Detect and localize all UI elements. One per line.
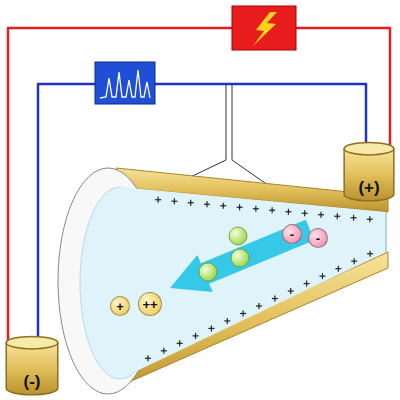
flow-arrow [170, 220, 314, 292]
neutral-molecule [231, 249, 249, 267]
charge-label: - [316, 232, 320, 245]
electrode-label: (-) [24, 373, 41, 390]
wall-charge [285, 209, 291, 215]
lightning-bolt [253, 12, 277, 46]
wall-charge [367, 251, 373, 257]
wall-charge [272, 296, 278, 302]
wall-charge [253, 206, 259, 212]
blue-wire [155, 84, 366, 150]
wall-charge [304, 281, 310, 287]
wall-charge [351, 215, 357, 221]
wall-charge [335, 266, 341, 272]
detector [95, 62, 155, 104]
wall-charge [351, 258, 357, 264]
charge-label: - [290, 228, 294, 241]
peak-trace [100, 70, 150, 98]
charge-label: + [116, 300, 124, 313]
wall-charge [302, 210, 308, 216]
wall-charge [334, 213, 340, 219]
cathode-reservoir: (-) [4, 334, 60, 396]
anion: - [282, 224, 302, 244]
wall-charge [171, 198, 177, 204]
wall-charge [145, 355, 151, 361]
wall-charges [145, 197, 373, 362]
neutral-molecule [199, 263, 217, 281]
wall-charge [177, 340, 183, 346]
red-wire [296, 28, 390, 150]
wall-charge [269, 207, 275, 213]
wall-charge [155, 197, 161, 203]
wall-charge [204, 201, 210, 207]
wall-charge [319, 273, 325, 279]
cation: + [110, 296, 130, 316]
wall-charge [220, 203, 226, 209]
wall-charge [188, 200, 194, 206]
wall-charge [256, 303, 262, 309]
anode-reservoir: (+) [342, 140, 396, 202]
electrode-label: (+) [358, 179, 379, 196]
wall-charge [367, 216, 373, 222]
neutral-molecule [229, 227, 247, 245]
wall-charge [208, 325, 214, 331]
capillary-cut [386, 212, 387, 252]
charge-label: ++ [142, 298, 157, 311]
wall-charge [193, 333, 199, 339]
wall-charge [318, 212, 324, 218]
capillary-lumen [120, 187, 386, 379]
wall-charge [161, 348, 167, 354]
cation: ++ [138, 292, 162, 316]
wall-charge [237, 204, 243, 210]
wall-charge [288, 288, 294, 294]
wall-charge [240, 310, 246, 316]
anion: - [308, 228, 328, 248]
wall-charge [224, 318, 230, 324]
power-supply [232, 6, 296, 50]
